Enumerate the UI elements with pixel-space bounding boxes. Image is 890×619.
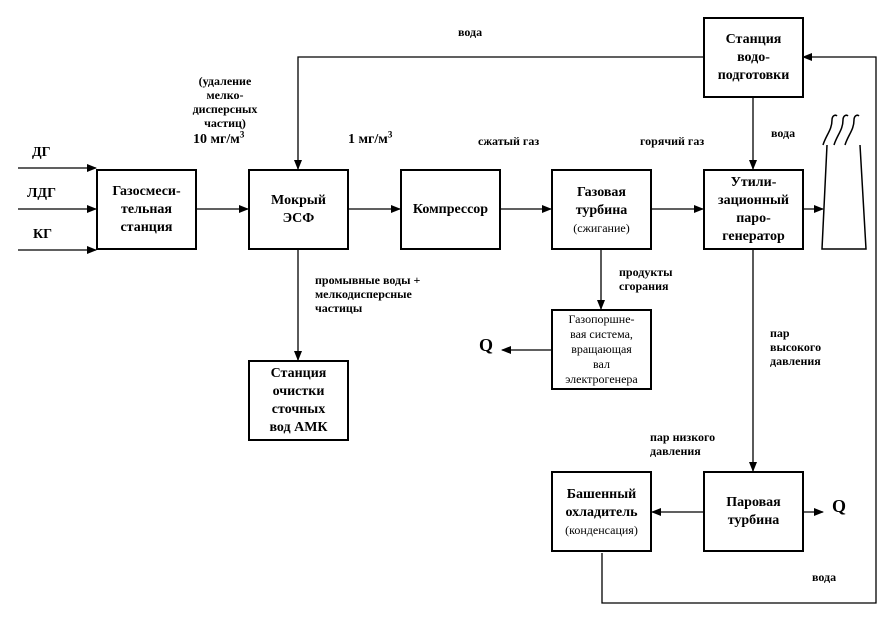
label-compressed-gas: сжатый газ (478, 134, 540, 148)
label-low-pressure-steam: пар низкого давления (650, 430, 716, 458)
label-removal: (удаление мелко- дисперсных частиц) (192, 74, 258, 130)
water-treatment-station: Станция водо- подготовки (703, 17, 804, 98)
label-water-mid: вода (771, 126, 796, 140)
input-label-kg: КГ (33, 227, 53, 242)
label-q-right: Q (832, 496, 847, 516)
wet-esf: Мокрый ЭСФ (248, 169, 349, 250)
label-wash-water: промывные воды + мелкодисперсные частицы (315, 273, 421, 315)
label-combustion-products: продукты сгорания (619, 265, 673, 293)
compressor: Компрессор (400, 169, 501, 250)
label-water-top: вода (458, 25, 483, 39)
label-hot-gas: горячий газ (640, 134, 705, 148)
label-high-pressure-steam: пар высокого давления (770, 326, 822, 368)
arrow-return-water (601, 53, 877, 604)
input-label-ldg: ЛДГ (27, 186, 56, 201)
arrow-water-to-esf (294, 56, 703, 170)
label-conc-1: 1 мг/м3 (348, 129, 393, 147)
chimney-icon (821, 114, 867, 250)
wastewater-station: Станция очистки сточных вод АМК (248, 360, 349, 441)
label-water-bottom: вода (812, 570, 837, 584)
input-label-dg: ДГ (32, 145, 51, 160)
cooling-tower: Башенный охладитель (конденсация) (551, 471, 652, 552)
label-q-left: Q (479, 335, 494, 355)
gas-piston-system: Газопоршне- вая система, вращающая вал э… (551, 309, 652, 390)
gas-mixing-station: Газосмеси- тельная станция (96, 169, 197, 250)
gas-turbine: Газовая турбина (сжигание) (551, 169, 652, 250)
label-conc-10: 10 мг/м3 (193, 129, 245, 147)
recovery-steam-generator: Утили- зационный паро- генератор (703, 169, 804, 250)
steam-turbine: Паровая турбина (703, 471, 804, 552)
